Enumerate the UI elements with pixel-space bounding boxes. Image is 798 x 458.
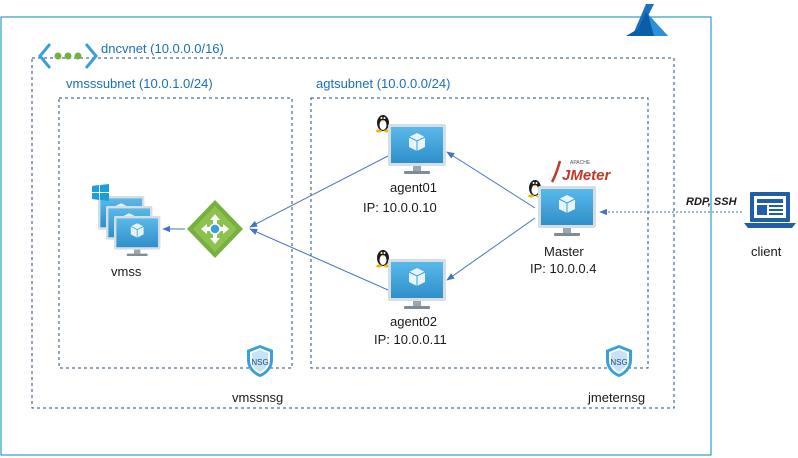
jmeter-nsg-badge-text: NSG	[610, 358, 627, 367]
connector-agent02-to-lb	[249, 228, 389, 291]
agent02-tux-icon	[376, 250, 390, 268]
windows-logo-icon	[92, 184, 109, 201]
agent01-monitor-icon	[387, 123, 447, 175]
agent01-ip: IP: 10.0.0.10	[363, 200, 437, 215]
agent01-tux-icon	[376, 115, 390, 133]
agent02-ip: IP: 10.0.0.11	[374, 332, 447, 347]
connection-label: RDP, SSH	[686, 196, 738, 208]
connector-master-to-agent01	[446, 151, 536, 209]
client-label: client	[751, 244, 782, 259]
agent02-monitor-icon	[387, 258, 447, 310]
master-name: Master	[544, 244, 584, 259]
jmeter-logo-text: JMeter	[562, 167, 612, 184]
load-balancer-icon	[187, 200, 243, 258]
azure-logo-icon	[626, 4, 668, 36]
vmss-nsg-shield-icon: NSG	[247, 345, 273, 377]
jmeter-logo-small: APACHE	[570, 160, 591, 166]
jmeter-nsg-shield-icon: NSG	[606, 345, 632, 377]
vnet-label: dncvnet (10.0.0.0/16)	[101, 41, 224, 56]
jmeter-nsg-label: jmeternsg	[587, 390, 645, 405]
agt-subnet-boundary	[310, 97, 649, 369]
connector-master-to-agent02	[446, 217, 536, 281]
vmss-label: vmss	[111, 264, 142, 279]
vmss-subnet-label: vmsssubnet (10.0.1.0/24)	[66, 76, 213, 91]
master-monitor-icon	[537, 185, 597, 237]
client-laptop-icon	[744, 192, 796, 228]
agent02-name: agent02	[390, 314, 437, 329]
vmss-icon	[97, 195, 161, 257]
vmss-nsg-label: vmssnsg	[232, 390, 283, 405]
vmss-subnet-boundary	[58, 97, 293, 369]
vnet-icon	[38, 43, 98, 69]
vmss-nsg-badge-text: NSG	[251, 358, 268, 367]
jmeter-logo-icon: APACHE JMeter	[550, 160, 612, 184]
agent01-name: agent01	[390, 180, 437, 195]
vnet-boundary	[31, 57, 675, 409]
agt-subnet-label: agtsubnet (10.0.0.0/24)	[316, 76, 450, 91]
master-ip: IP: 10.0.0.4	[530, 261, 597, 276]
connector-agent01-to-lb	[249, 155, 389, 228]
azure-boundary	[0, 16, 712, 456]
